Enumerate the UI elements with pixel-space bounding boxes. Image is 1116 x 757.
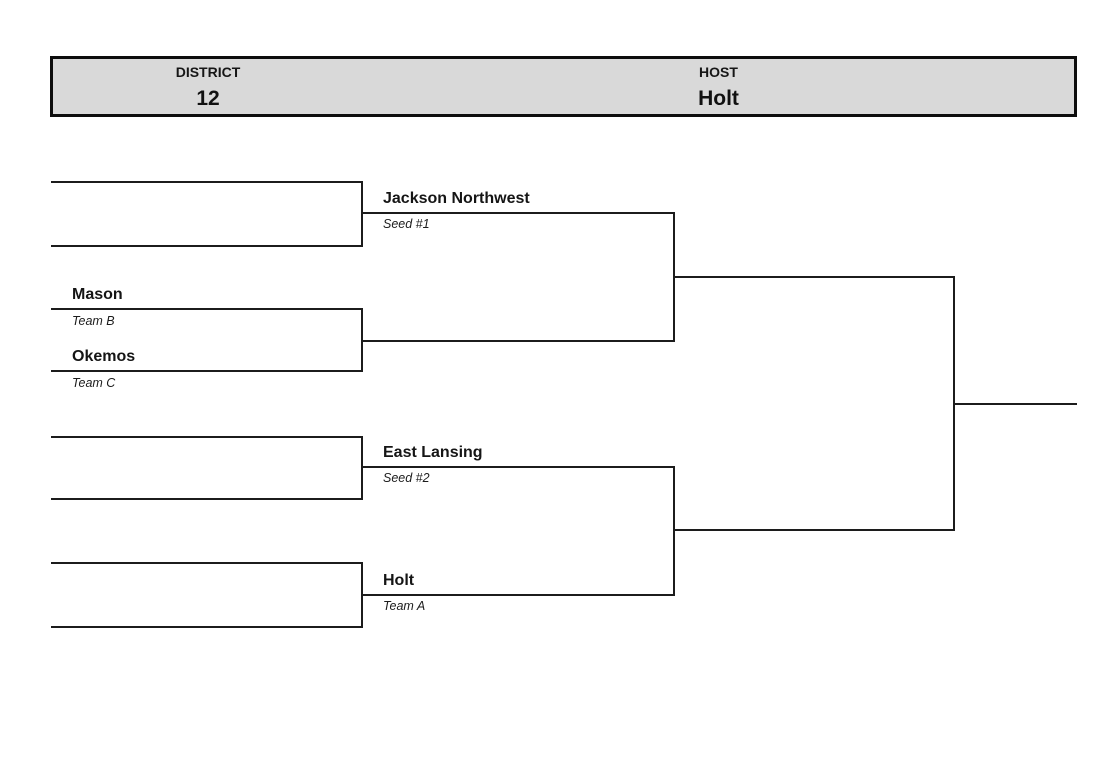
final-winner-line: [953, 403, 1077, 405]
game2-winner-line: [361, 340, 675, 342]
header-banner: DISTRICT 12 HOST Holt: [50, 56, 1077, 117]
team-sub-east-lansing: Seed #2: [383, 471, 430, 485]
game1-team1-line: [51, 181, 363, 183]
team-sub-mason: Team B: [72, 314, 115, 328]
team-name-jackson-northwest: Jackson Northwest: [383, 190, 530, 207]
game1-winner-line: [361, 212, 675, 214]
semifinal1-winner-line: [673, 276, 955, 278]
team-name-okemos: Okemos: [72, 348, 136, 365]
team-sub-holt: Team A: [383, 599, 426, 613]
game1-connector-line: [361, 181, 363, 247]
semifinal2-winner-line: [673, 529, 955, 531]
host-cell: HOST Holt: [363, 59, 1074, 114]
game3-team1-line: [51, 436, 363, 438]
district-cell: DISTRICT 12: [53, 59, 363, 114]
team-name-east-lansing: East Lansing: [383, 444, 483, 461]
game3-team2-line: [51, 498, 363, 500]
game3-winner-line: [361, 466, 675, 468]
district-value: 12: [196, 87, 220, 110]
game4-team2-line: [51, 626, 363, 628]
team-name-holt: Holt: [383, 572, 415, 589]
game3-connector-line: [361, 436, 363, 500]
semifinal2-connector-line: [673, 466, 675, 596]
host-value: Holt: [698, 87, 739, 110]
team-name-mason: Mason: [72, 286, 123, 303]
team-sub-jackson-northwest: Seed #1: [383, 217, 430, 231]
game4-team1-line: [51, 562, 363, 564]
district-label: DISTRICT: [175, 64, 241, 80]
team-sub-okemos: Team C: [72, 376, 116, 390]
game2-team1-line: [51, 308, 363, 310]
game4-winner-line: [361, 594, 675, 596]
host-label: HOST: [699, 64, 738, 80]
game1-team2-line: [51, 245, 363, 247]
game2-team2-line: [51, 370, 363, 372]
